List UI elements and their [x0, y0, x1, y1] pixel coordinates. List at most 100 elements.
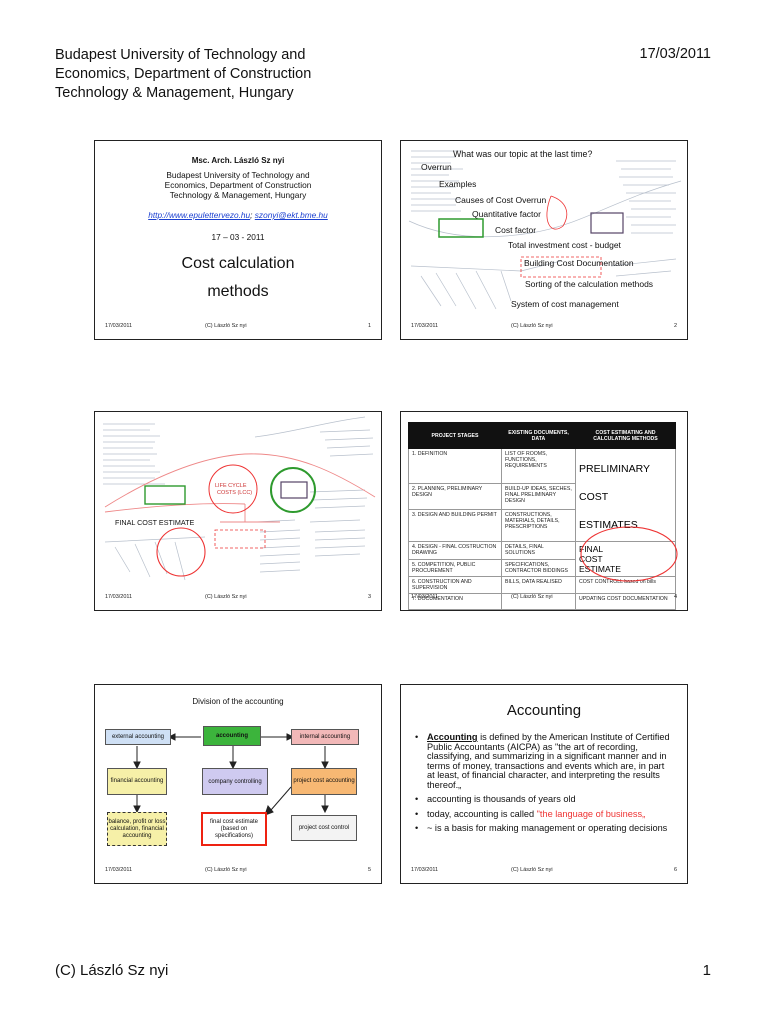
financial-accounting-box: financial accounting — [107, 768, 167, 795]
slide-footer-date: 17/03/2011 — [411, 323, 439, 329]
table-header: EXISTING DOCUMENTS, DATA — [501, 422, 576, 449]
bullet-text: is defined by the American Institute of … — [427, 732, 670, 790]
slide-footer: 17/03/2011 (C) László Sz nyi 5 — [95, 867, 381, 877]
prelim-line: PRELIMINARY — [579, 463, 650, 475]
company-controlling-box: company controlling — [202, 768, 268, 795]
table-cell: 6. CONSTRUCTION AND SUPERVISION — [408, 576, 502, 594]
slide-footer: 17/03/2011 (C) László Sz nyi 2 — [401, 323, 687, 333]
external-accounting-box: external accounting — [105, 729, 171, 745]
table-cell: UPDATING COST DOCUMENTATION — [575, 593, 676, 610]
life-cycle-sketch — [103, 416, 376, 581]
link-separator: ; — [250, 210, 255, 220]
table-cell: COST CONTROLL based on bills — [575, 576, 676, 594]
slide-number: 6 — [673, 867, 677, 873]
slide-number: 5 — [367, 867, 371, 873]
slide-number: 1 — [367, 323, 371, 329]
prelim-cell: PRELIMINARY COST ESTIMATES — [575, 448, 676, 542]
diagram-label: Examples — [439, 179, 477, 189]
diagram-label: Sorting of the calculation methods — [525, 279, 654, 289]
project-cost-accounting-box: project cost accounting — [291, 768, 357, 795]
slide-number: 2 — [673, 323, 677, 329]
final-line: ESTIMATE — [579, 564, 621, 574]
table-cell: 2. PLANNING, PRELIMINARY DESIGN — [408, 482, 502, 511]
bullet-item: ~ is a basis for making management or op… — [415, 823, 673, 834]
prelim-line: ESTIMATES — [579, 519, 638, 531]
table-cell: BUILD-UP IDEAS, SECHES, FINAL PRELIMINAR… — [501, 482, 576, 511]
project-cost-control-box: project cost control — [291, 815, 357, 841]
slide-footer-author: (C) László Sz nyi — [205, 323, 247, 329]
diagram-label: What was our topic at the last time? — [453, 149, 593, 159]
slide-affiliation: Budapest University of Technology and Ec… — [95, 170, 381, 200]
slide-title-line1: Cost calculation — [181, 255, 295, 272]
table-cell: 7. DOCUMENTATION — [408, 593, 502, 610]
affil-line: Technology & Management, Hungary — [169, 190, 307, 200]
slide-footer-date: 17/03/2011 — [105, 867, 133, 873]
table-cell: DETAILS, FINAL SOLUTIONS — [501, 541, 576, 560]
table-cell: 1. DEFINITION — [408, 448, 502, 484]
diagram-label: System of cost management — [511, 299, 619, 309]
page-number: 1 — [702, 962, 711, 979]
project-stages-table: PROJECT STAGES EXISTING DOCUMENTS, DATA … — [408, 422, 676, 610]
diagram-label: Quantitative factor — [472, 209, 541, 219]
slide-footer-date: 17/03/2011 — [105, 594, 133, 600]
prelim-estimates: PRELIMINARY COST ESTIMATES — [579, 451, 672, 539]
bullet-item: Accounting is defined by the American In… — [415, 732, 673, 790]
email-link[interactable]: szonyi@ekt.bme.hu — [254, 210, 328, 220]
table-cell: BILLS, DATA REALISED — [501, 576, 576, 594]
affil-line: Budapest University of Technology and — [166, 170, 310, 180]
website-link[interactable]: http://www.epulettervezo.hu — [148, 210, 251, 220]
slide-2: What was our topic at the last time? Ove… — [400, 140, 688, 340]
bullet-item: today, accounting is called "the languag… — [415, 808, 673, 820]
slide-title: Accounting — [506, 702, 582, 719]
bullet-text: today, accounting is called — [427, 808, 537, 819]
slide-3: LIFE CYCLE COSTS (LCC) FINAL COST ESTIMA… — [94, 411, 382, 611]
diagram-label: Overrun — [421, 162, 452, 172]
mind-map-sketch — [408, 150, 682, 310]
final-line: COST — [579, 554, 603, 564]
document-header: Budapest University of Technology and Ec… — [55, 46, 311, 103]
slide-footer-author: (C) László Sz nyi — [205, 594, 247, 600]
accounting-box: accounting — [203, 726, 261, 746]
header-line: Technology & Management, Hungary — [55, 85, 294, 101]
slide-1: Msc. Arch. László Sz nyi Budapest Univer… — [94, 140, 382, 340]
table-cell: 3. DESIGN AND BUILDING PERMIT — [408, 509, 502, 542]
diagram-label: Cost factor — [495, 225, 537, 235]
internal-accounting-box: internal accounting — [291, 729, 359, 745]
slide-number: 4 — [673, 594, 677, 600]
page-footer-author: (C) László Sz nyi — [55, 962, 169, 979]
table-cell: SPECIFICATIONS, CONTRACTOR BIDDINGS — [501, 559, 576, 577]
slide-footer-date: 17/03/2011 — [411, 594, 439, 600]
diagram-label: Building Cost Documentation — [524, 258, 634, 268]
slide-title: Division of the accounting — [192, 697, 284, 706]
slide-4: PROJECT STAGES EXISTING DOCUMENTS, DATA … — [400, 411, 688, 611]
language-of-business: "the language of business„ — [536, 808, 646, 819]
lcc-label: COSTS (LCC) — [217, 490, 253, 496]
accounting-arrows — [133, 733, 329, 816]
table-header: COST ESTIMATING AND CALCULATING METHODS — [575, 422, 676, 449]
affil-line: Economics, Department of Construction — [164, 180, 312, 190]
slide-footer-author: (C) László Sz nyi — [511, 323, 553, 329]
slide-5: Division of the accounting external acco… — [94, 684, 382, 884]
header-line: Budapest University of Technology and — [55, 47, 306, 63]
diagram-label: Total investment cost - budget — [508, 240, 621, 250]
final-cost-estimate-box: final cost estimate (based on specificat… — [201, 812, 267, 846]
slide-author: Msc. Arch. László Sz nyi — [191, 156, 285, 165]
slide-links: http://www.epulettervezo.hu; szonyi@ekt.… — [95, 210, 381, 220]
table-cell: CONSTRUCTIONS, MATERIALS, DETAILS, PRESC… — [501, 509, 576, 542]
header-date: 17/03/2011 — [639, 46, 712, 62]
prelim-line: COST — [579, 491, 609, 503]
diagram-label: Causes of Cost Overrun — [455, 195, 547, 205]
slide-footer-author: (C) László Sz nyi — [511, 867, 553, 873]
header-line: Economics, Department of Construction — [55, 66, 312, 82]
table-cell: 4. DESIGN - FINAL COSTRUCTION DRAWING — [408, 541, 502, 560]
slide-6: Accounting Accounting is defined by the … — [400, 684, 688, 884]
slide-footer-author: (C) László Sz nyi — [205, 867, 247, 873]
table-cell: LIST OF ROOMS, FUNCTIONS, REQUIREMENTS — [501, 448, 576, 484]
table-header: PROJECT STAGES — [408, 422, 502, 449]
